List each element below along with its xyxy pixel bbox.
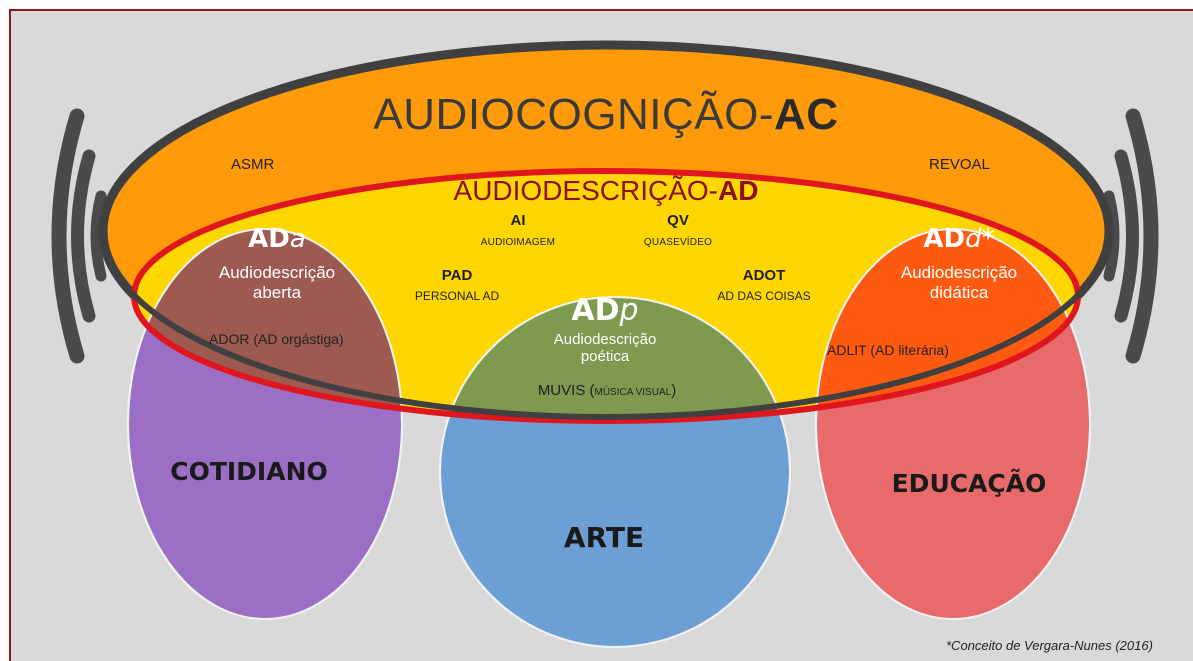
audiocognicao-title: AUDIOCOGNIÇÃO-AC (373, 90, 839, 139)
footnote: *Conceito de Vergara-Nunes (2016) (946, 638, 1153, 653)
venn-diagram (51, 40, 1159, 648)
revoal-label: REVOAL (929, 156, 990, 173)
ai-label: AI (510, 212, 526, 229)
arte-outline (439, 296, 791, 648)
overlap-center-ad (440, 297, 790, 421)
qv-label: QV (667, 212, 689, 229)
adlit-label: ADLIT (AD literária) (827, 342, 949, 358)
pad-label: PAD (441, 267, 473, 284)
sound-waves-left-icon (51, 108, 107, 364)
ada-abbr: ADa (248, 224, 306, 254)
diagram-frame: AUDIOCOGNIÇÃO-AC AUDIODESCRIÇÃO-AD ASMR … (9, 9, 1193, 661)
sound-waves-right-icon (1103, 108, 1159, 364)
pad-sublabel: PERSONAL AD (414, 289, 500, 303)
qv-sublabel: QUASEVÍDEO (643, 237, 713, 248)
overlap-right-ad (816, 229, 1078, 421)
audiocognicao-outline (100, 42, 1112, 420)
asmr-label: ASMR (231, 156, 275, 173)
overlap-left-ad (134, 229, 402, 421)
adot-label: ADOT (742, 267, 786, 284)
add-abbr: ADd* (923, 224, 995, 254)
educacao-label: EDUCAÇÃO (891, 469, 1047, 498)
cotidiano-outline (127, 228, 403, 620)
educacao-outline (815, 228, 1091, 620)
ador-label: ADOR (AD orgástiga) (209, 331, 344, 347)
ai-sublabel: AUDIOIMAGEM (480, 237, 556, 248)
audiodescricao-title: AUDIODESCRIÇÃO-AD (453, 175, 759, 206)
muvis-label: MUVIS (MÚSICA VISUAL) (537, 382, 677, 399)
arte-label: ARTE (563, 521, 645, 554)
cotidiano-label: COTIDIANO (170, 457, 328, 486)
adp-abbr: ADp (571, 293, 639, 328)
adot-sublabel: AD DAS COISAS (717, 289, 811, 303)
